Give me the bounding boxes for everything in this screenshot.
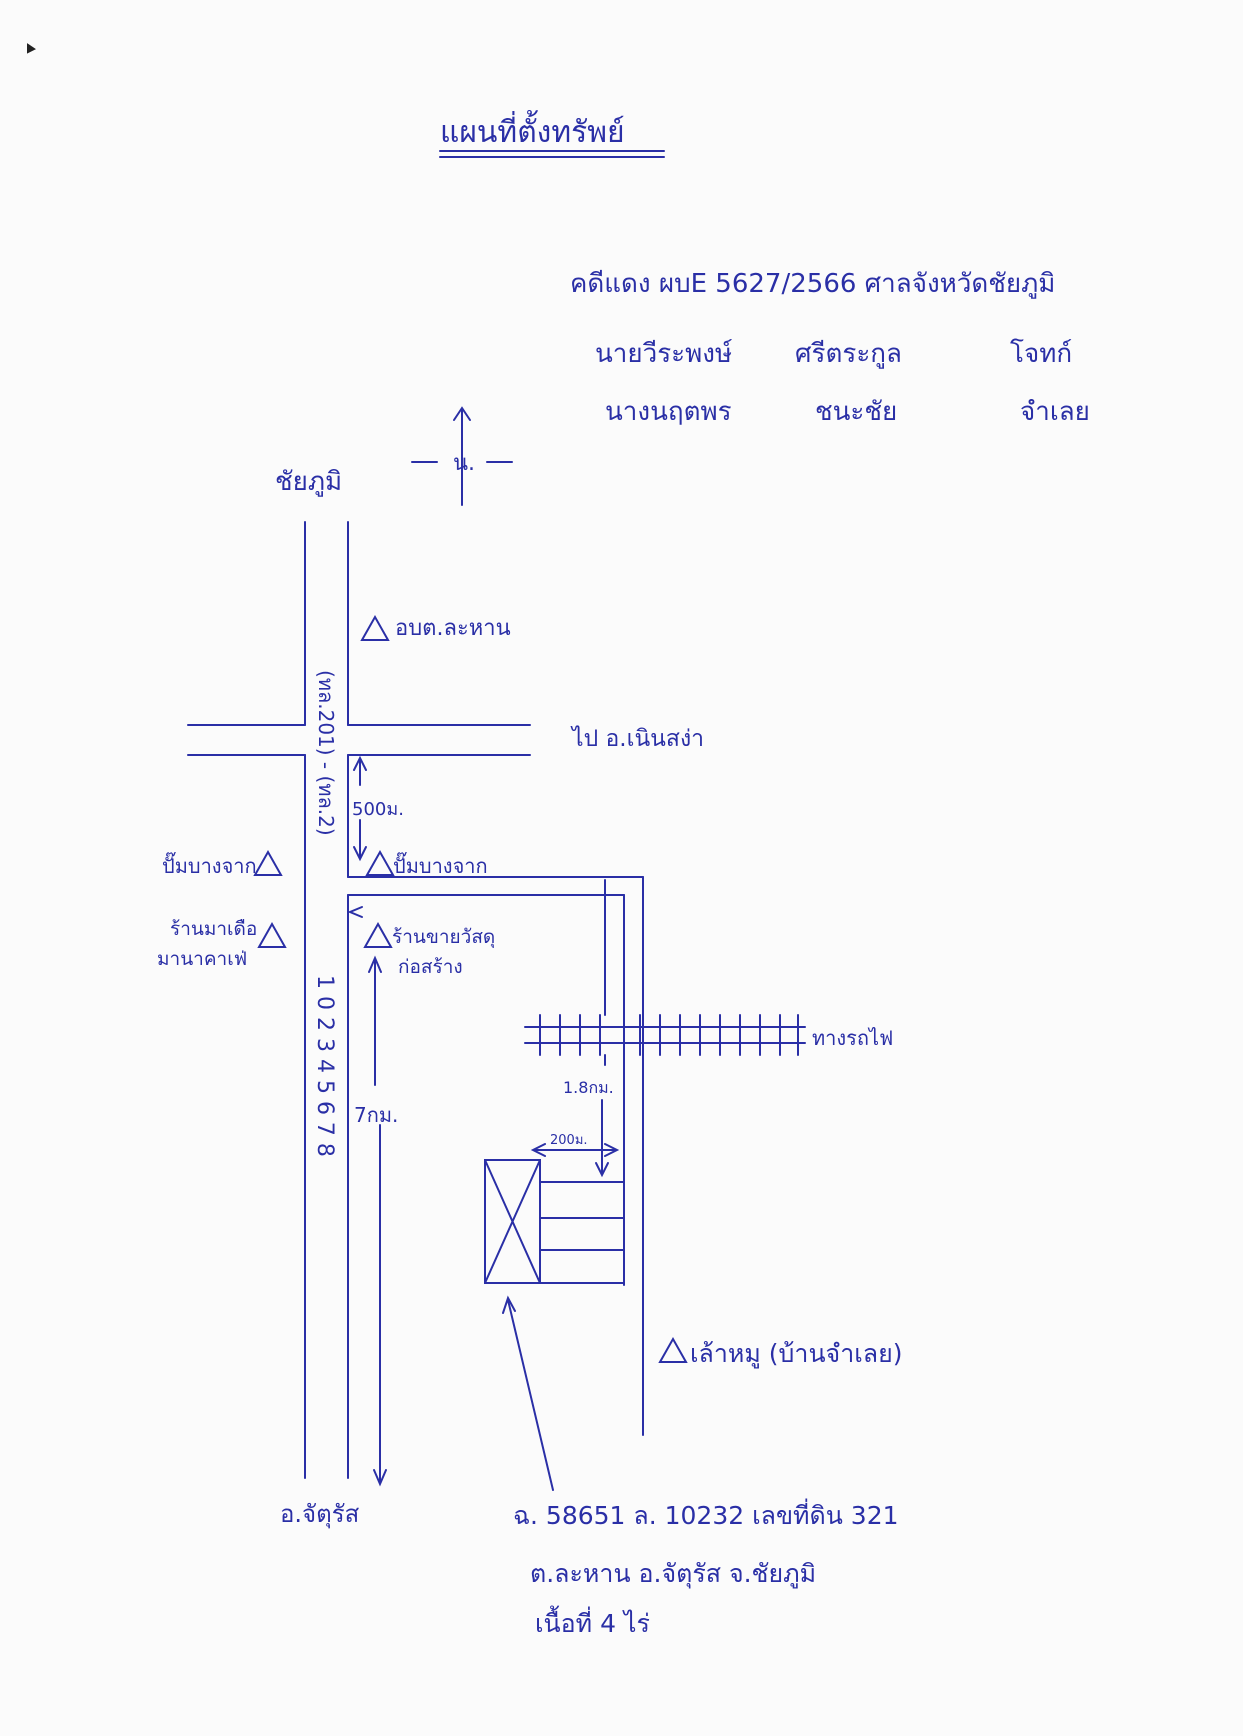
- parcel-deed-line: ฉ. 58651 ล. 10232 เลขที่ดิน 321: [513, 1498, 899, 1530]
- distance-7km-arrow: [347, 906, 387, 1487]
- distance-1_8km-arrow: [595, 879, 609, 1178]
- north-label: น.: [453, 451, 475, 476]
- defendant-name: นางนฤตพร: [605, 397, 732, 427]
- defendant-surname: ชนะชัย: [815, 397, 897, 427]
- landmark-triangle-icon: [365, 849, 395, 876]
- label-obt: อบต.ละหาน: [395, 616, 511, 641]
- road-number-2: 1 0 2 3 4 5 6 7 8: [312, 975, 337, 1157]
- side-road: [347, 876, 644, 1436]
- plaintiff-surname: ศรีตระกูล: [795, 339, 902, 369]
- label-shop-right-1: ร้านขายวัสดุ: [392, 926, 495, 949]
- landmark-triangle-icon: [257, 921, 287, 948]
- landmark-triangle-icon: [253, 849, 283, 876]
- east-west-road: [187, 724, 531, 756]
- label-shop-right-2: ก่อสร้าง: [398, 956, 463, 978]
- distance-7km: 7กม.: [354, 1103, 398, 1127]
- defendant-role: จำเลย: [1020, 397, 1090, 427]
- parcel-area-line: เนื้อที่ 4 ไร่: [535, 1605, 650, 1638]
- label-gas-right: ปั๊มบางจาก: [393, 851, 488, 878]
- label-east-road: ไป อ.เนินสง่า: [570, 725, 704, 752]
- road-number: (ทล.201) - (ทล.2): [314, 670, 338, 836]
- case-number-line: คดีแดง ผบE 5627/2566 ศาลจังหวัดชัยภูมิ: [570, 269, 1055, 299]
- landmark-triangle-icon: [360, 614, 390, 641]
- parcel-pointer-arrow: [502, 1295, 554, 1491]
- distance-1-8km: 1.8กม.: [563, 1078, 614, 1097]
- north-arrow-icon: [411, 406, 513, 506]
- landmark-triangle-icon: [363, 921, 393, 948]
- scan-mark: [27, 43, 36, 54]
- highway-road: [304, 521, 349, 1479]
- label-railway: ทางรถไฟ: [812, 1026, 893, 1050]
- label-shop-left-1: ร้านมาเดือ: [170, 918, 257, 940]
- distance-200m: 200ม.: [550, 1133, 588, 1148]
- property-parcel: [484, 1159, 625, 1284]
- label-chaiyaphum: ชัยภูมิ: [275, 467, 342, 497]
- plaintiff-role: โจทก์: [1010, 338, 1072, 369]
- distance-500m: 500ม.: [352, 799, 404, 820]
- distance-500m-arrow: [353, 755, 367, 862]
- label-chatturat: อ.จัตุรัส: [280, 1500, 360, 1529]
- plaintiff-name: นายวีระพงษ์: [595, 339, 733, 369]
- map-title: แผนที่ตั้งทรัพย์: [440, 110, 625, 150]
- label-gas-left: ปั๊มบางจาก: [162, 851, 257, 878]
- distance-200m-arrow: [530, 1143, 620, 1157]
- label-pork-shop: เล้าหมู (บ้านจำเลย): [690, 1339, 903, 1369]
- railway-track: [524, 1014, 806, 1056]
- parcel-location-line: ต.ละหาน อ.จัตุรัส จ.ชัยภูมิ: [530, 1559, 816, 1589]
- label-shop-left-2: มานาคาเฟ่: [157, 948, 247, 970]
- landmark-triangle-icon: [658, 1336, 688, 1363]
